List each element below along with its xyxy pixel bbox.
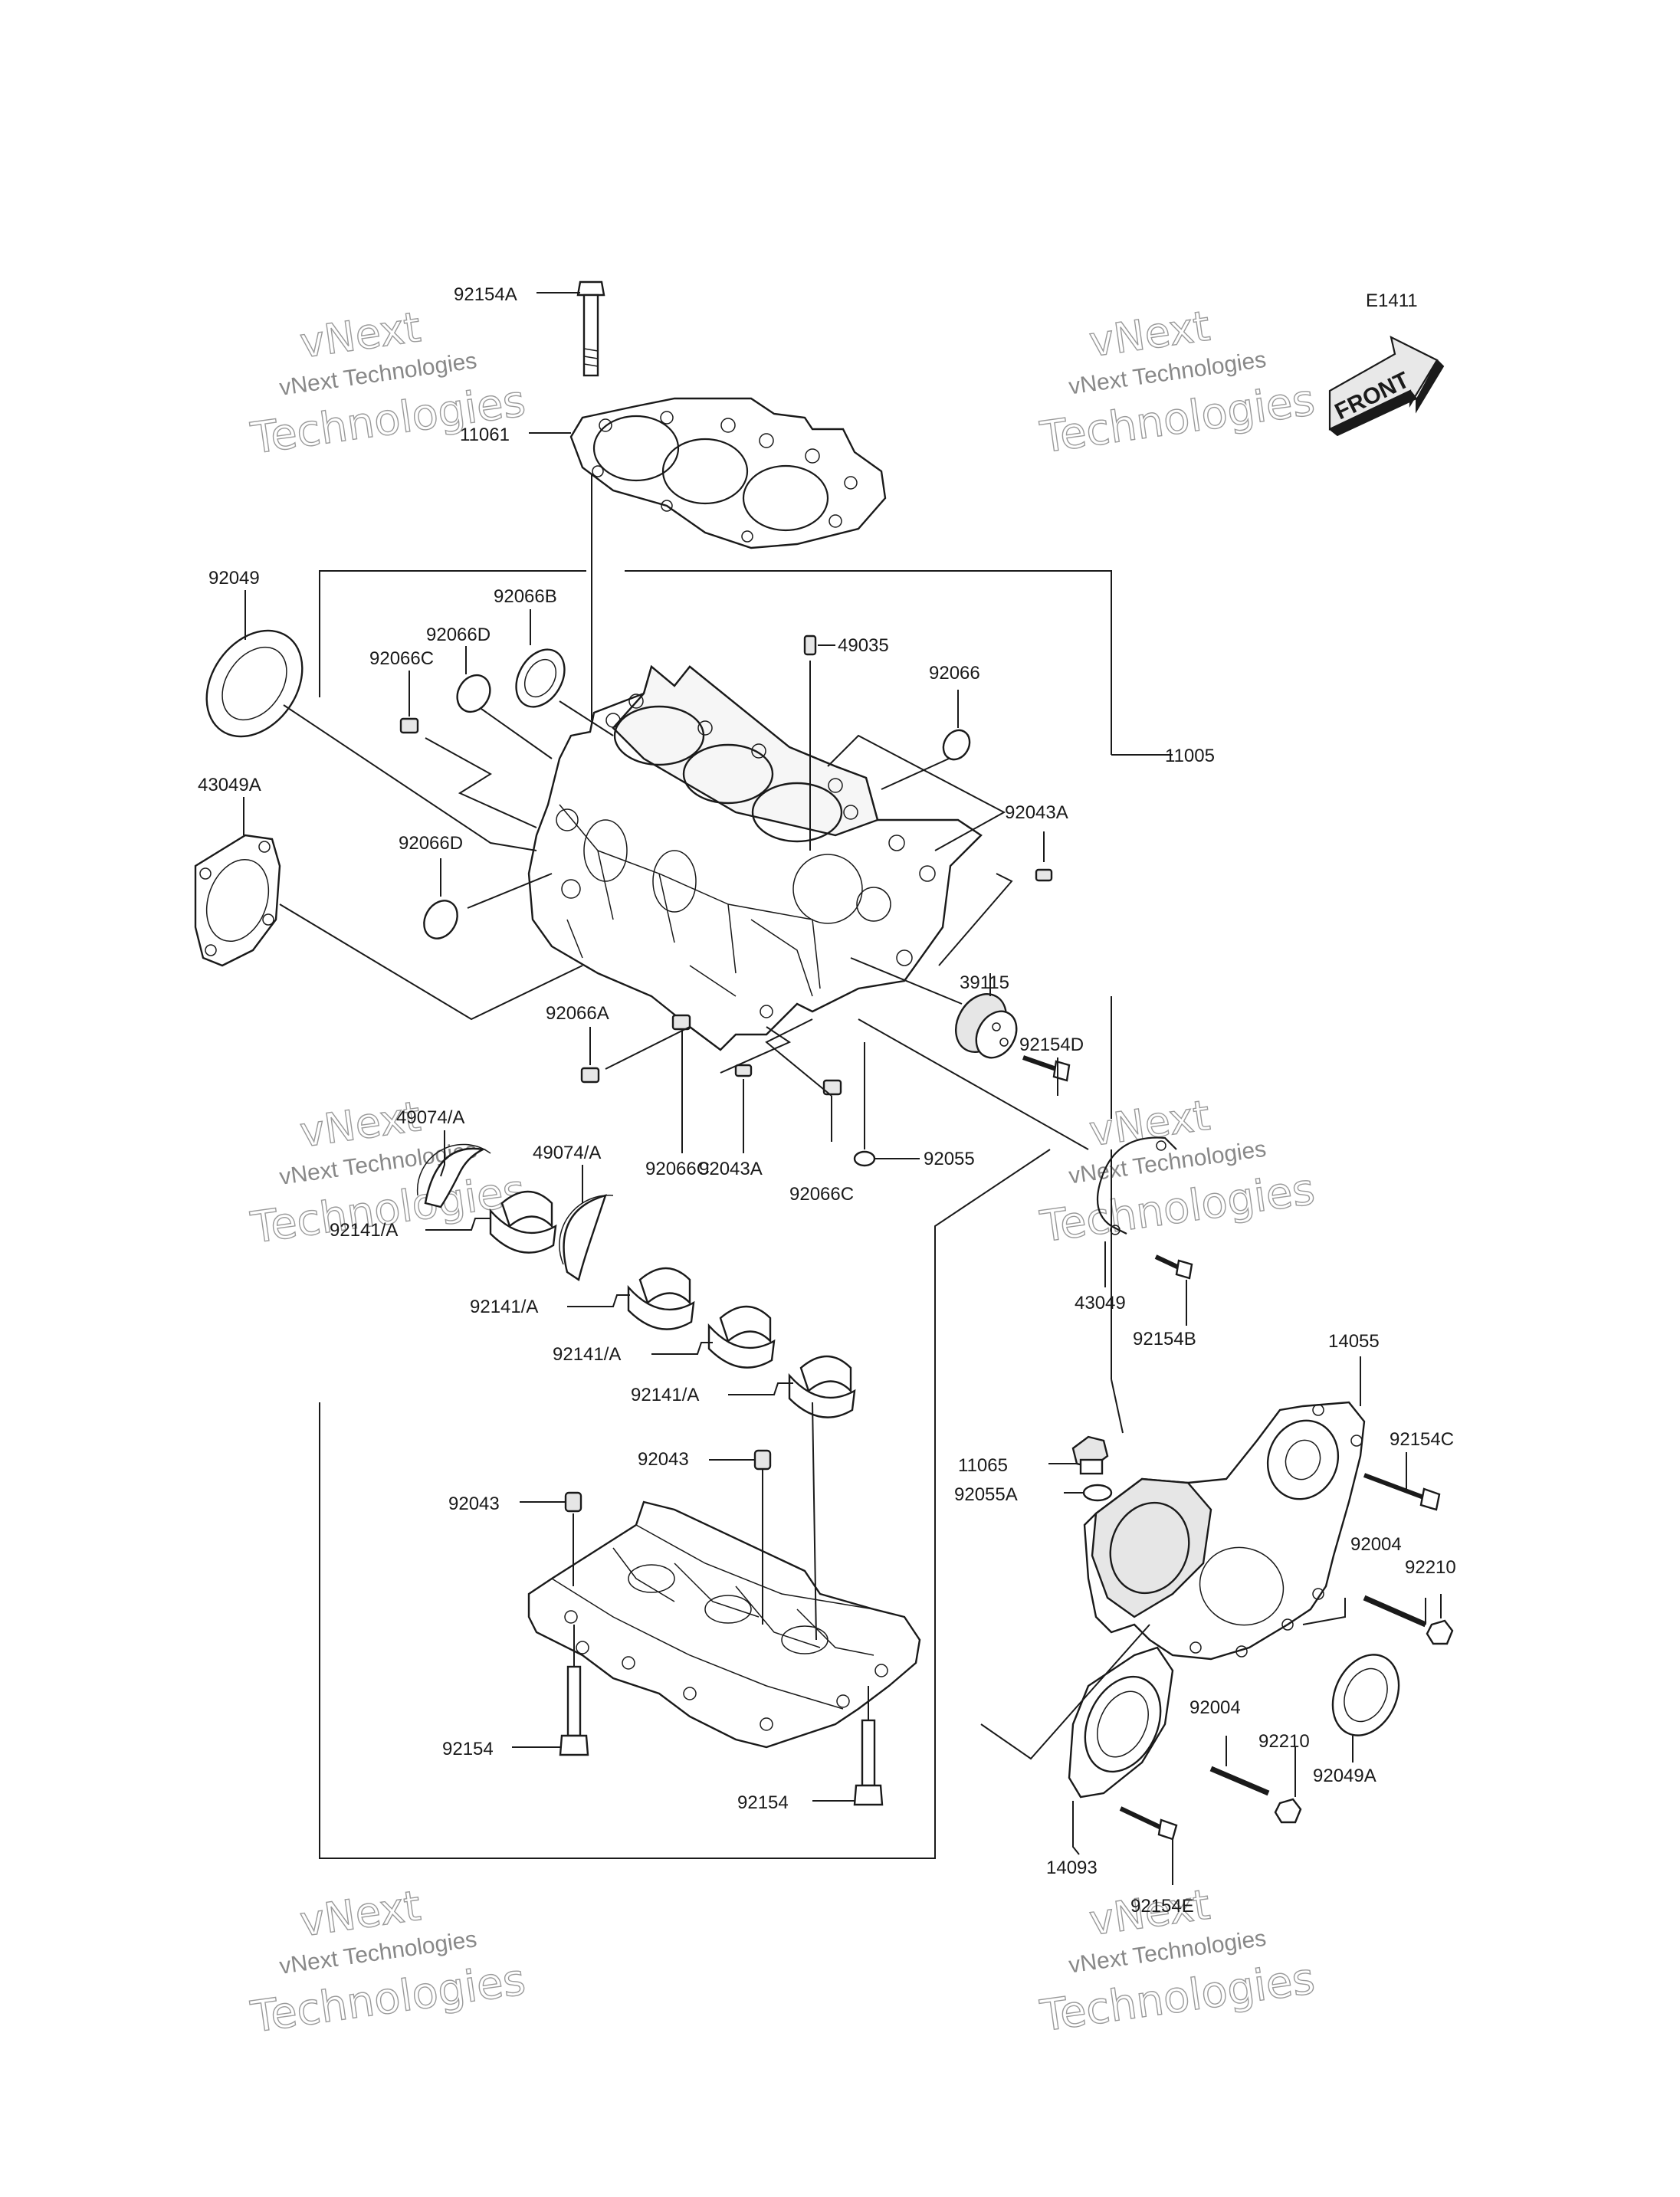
label-92154-right: 92154 (737, 1792, 789, 1813)
plug-92066d-mid (423, 900, 458, 939)
cover-43049a (194, 834, 281, 967)
plug-92066c-right (822, 1079, 842, 1096)
pin-49035 (803, 635, 817, 656)
label-14093: 14093 (1046, 1858, 1098, 1878)
stud-92004-bot (1209, 1766, 1270, 1796)
label-92066b: 92066B (494, 586, 557, 607)
label-49035: 49035 (838, 635, 889, 656)
dowel-92043-left (564, 1491, 582, 1513)
cylinder-block (527, 664, 983, 1051)
label-43049a: 43049A (198, 775, 261, 795)
dowel-92043-top (753, 1449, 772, 1471)
label-92043a-right: 92043A (1005, 802, 1068, 823)
label-92210-bot: 92210 (1258, 1731, 1310, 1752)
label-92049: 92049 (208, 568, 260, 589)
bolt-92154a (576, 280, 605, 377)
bolt-92154e (1119, 1806, 1178, 1841)
label-92066c-left: 92066C (645, 1159, 710, 1179)
front-arrow-icon: FRONT (1328, 335, 1445, 437)
dowel-92043a-right (1035, 868, 1053, 882)
label-11061: 11061 (460, 425, 510, 445)
label-92141a-2: 92141/A (470, 1297, 538, 1317)
nut-92210-bot (1274, 1798, 1302, 1824)
label-43049: 43049 (1075, 1293, 1126, 1313)
label-92055: 92055 (924, 1149, 975, 1169)
bolt-92154-right (853, 1719, 884, 1806)
bolt-92154d (1022, 1055, 1071, 1082)
label-92066d-mid: 92066D (399, 833, 463, 854)
label-92154b: 92154B (1133, 1329, 1196, 1349)
label-92141a-3: 92141/A (553, 1344, 621, 1365)
head-gasket (569, 397, 887, 549)
label-92043a-mid: 92043A (699, 1159, 763, 1179)
plug-92066 (942, 729, 971, 761)
watermark-bottom-right: vNext vNext Technologies Technologies (1036, 1880, 1318, 2042)
label-92043-top: 92043 (638, 1449, 689, 1470)
oil-seal-92049a (1331, 1654, 1400, 1736)
group-frame (319, 570, 1173, 1859)
plug-92066c-top (399, 717, 419, 734)
label-49074a-left: 49074/A (396, 1107, 464, 1128)
label-92066c-right: 92066C (789, 1184, 854, 1205)
plug-92066a (580, 1067, 600, 1084)
label-14055: 14055 (1328, 1331, 1380, 1352)
bearing-1 (489, 1190, 557, 1254)
diagram-code: E1411 (1366, 290, 1418, 311)
label-92066c-top: 92066C (369, 648, 434, 669)
o-ring-92055 (853, 1150, 876, 1167)
bolt-92154-left (559, 1665, 589, 1756)
label-92066d-top: 92066D (426, 625, 491, 645)
label-92043-left: 92043 (448, 1494, 500, 1514)
label-39115: 39115 (960, 972, 1009, 993)
label-92055a: 92055A (954, 1484, 1018, 1505)
label-92004-bot: 92004 (1189, 1697, 1241, 1718)
label-92154e: 92154E (1130, 1896, 1194, 1917)
watermark-bottom-left: vNext vNext Technologies Technologies (248, 1881, 530, 2043)
nut-92210-top (1426, 1619, 1454, 1645)
label-92154-left: 92154 (442, 1739, 494, 1759)
bolt-92154b (1154, 1254, 1193, 1280)
lower-crankcase (527, 1500, 921, 1749)
oil-seal-92049 (205, 629, 304, 738)
bearing-3 (707, 1305, 776, 1369)
label-49074a-mid: 49074/A (533, 1143, 601, 1163)
watermark-top-right: vNext vNext Technologies Technologies (1036, 301, 1318, 464)
bolt-92154c (1363, 1473, 1441, 1511)
plug-92066b (515, 648, 566, 708)
label-92154d: 92154D (1019, 1035, 1084, 1055)
plug-92066d-top (456, 674, 491, 713)
plug-92066c-left (671, 1014, 691, 1031)
timing-cover-14055 (1083, 1401, 1366, 1661)
label-92154a: 92154A (454, 284, 517, 305)
cover-14093 (1068, 1646, 1174, 1799)
dowel-92043a-mid (734, 1064, 753, 1077)
leader-lines (243, 292, 1442, 1885)
label-92210-top: 92210 (1405, 1557, 1456, 1578)
label-92141a-1: 92141/A (330, 1220, 398, 1241)
label-92004-top: 92004 (1350, 1534, 1402, 1555)
relief-valve-39115 (955, 993, 1018, 1059)
label-92049a: 92049A (1313, 1766, 1376, 1786)
label-11065: 11065 (958, 1455, 1008, 1476)
label-92141a-4: 92141/A (631, 1385, 699, 1405)
bearing-2 (627, 1267, 695, 1330)
thrust-washer-left (416, 1143, 491, 1208)
label-92066a: 92066A (546, 1003, 609, 1024)
thrust-washer-mid (559, 1194, 614, 1281)
label-92154c: 92154C (1390, 1429, 1454, 1450)
part-labels: 92154A 11061 92049 92066B 92066D 92066C … (198, 284, 1456, 1917)
label-11005: 11005 (1165, 746, 1215, 766)
watermark-mid-right: vNext vNext Technologies Technologies (1036, 1090, 1318, 1253)
stud-92004-top (1363, 1595, 1427, 1628)
bearing-4 (788, 1355, 856, 1418)
label-92066: 92066 (929, 663, 980, 684)
o-ring-92055a (1082, 1484, 1113, 1502)
oil-filler-cap-11065 (1071, 1435, 1109, 1475)
